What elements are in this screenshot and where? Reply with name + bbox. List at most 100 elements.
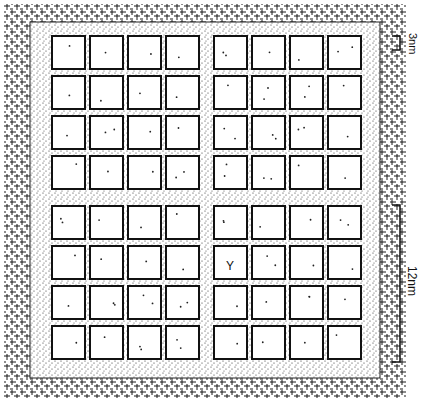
cell-dot: [298, 129, 300, 131]
lattice-cell: [252, 246, 285, 279]
lattice-cell: [328, 76, 361, 109]
lattice-cell: [166, 246, 199, 279]
cell-dot: [176, 339, 178, 341]
lattice-cell: [214, 76, 247, 109]
dimension-label: 3nm: [407, 33, 418, 54]
cell-dot: [176, 96, 178, 98]
lattice-cell: [214, 156, 247, 189]
lattice-cell: [166, 286, 199, 319]
cell-dot: [152, 171, 154, 173]
marker-letter: Y: [225, 260, 235, 272]
lattice-cell: [128, 246, 161, 279]
cell-dot: [344, 177, 346, 179]
cell-dot: [344, 298, 346, 300]
lattice-cell: [252, 286, 285, 319]
cell-dot: [143, 294, 145, 296]
cell-dot: [68, 305, 70, 307]
cell-dot: [114, 304, 116, 306]
lattice-cell: [328, 246, 361, 279]
lattice-cell: [166, 116, 199, 149]
cell-dot: [343, 85, 345, 87]
cell-dot: [263, 177, 265, 179]
lattice-cell: [214, 326, 247, 359]
cell-dot: [152, 303, 154, 305]
lattice-cell: [290, 76, 323, 109]
cell-dot: [236, 305, 238, 307]
cell-dot: [62, 221, 64, 223]
cell-dot: [140, 349, 142, 351]
cell-dot: [259, 226, 261, 228]
cell-dot: [223, 128, 225, 130]
lattice-cell: [128, 156, 161, 189]
lattice-cell: [52, 36, 85, 69]
cell-dot: [274, 264, 276, 266]
cell-dot: [180, 306, 182, 308]
lattice-cell: [252, 156, 285, 189]
lattice-cell: [214, 36, 247, 69]
cell-dot: [224, 175, 226, 177]
lattice-cell: [328, 286, 361, 319]
lattice-cell: [90, 326, 123, 359]
cell-dot: [352, 268, 354, 270]
cell-dot: [145, 261, 147, 263]
cell-dot: [308, 85, 310, 87]
cell-dot: [309, 296, 311, 298]
lattice-cell: [328, 116, 361, 149]
lattice-cell: [90, 286, 123, 319]
lattice-cell: [214, 286, 247, 319]
lattice-cell: [252, 116, 285, 149]
lattice-cell: [52, 246, 85, 279]
dimension-label: 12nm: [406, 266, 418, 296]
outer-hatched-layer: [4, 4, 406, 398]
lattice-cell: [328, 156, 361, 189]
lattice-cell: [52, 206, 85, 239]
cell-dot: [336, 334, 338, 336]
lattice-cell: [90, 246, 123, 279]
cell-dot: [262, 341, 264, 343]
cell-dot: [227, 84, 229, 86]
cell-dot: [176, 213, 178, 215]
lattice-cell: [290, 246, 323, 279]
lattice-cell: [328, 36, 361, 69]
lattice-cell: [214, 116, 247, 149]
lattice-cell: [52, 326, 85, 359]
cell-dot: [140, 227, 142, 229]
lattice-cell: [166, 36, 199, 69]
cell-dot: [266, 255, 268, 257]
cell-dot: [100, 258, 102, 260]
stippled-frame: [30, 22, 380, 378]
cell-dot: [272, 134, 274, 136]
cell-dot: [104, 336, 106, 338]
lattice-cell: [252, 36, 285, 69]
lattice-cells: [52, 36, 361, 359]
cell-dot: [351, 46, 353, 48]
cell-dot: [107, 171, 109, 173]
lattice-cell: [90, 76, 123, 109]
cell-dot: [105, 52, 107, 54]
cell-dot: [182, 269, 184, 271]
lattice-cell: [166, 326, 199, 359]
cell-dot: [98, 219, 100, 221]
cell-dot: [74, 255, 76, 257]
cell-dot: [270, 178, 272, 180]
lattice-cell: [328, 206, 361, 239]
cell-dot: [175, 177, 177, 179]
cell-dot: [113, 129, 115, 131]
lattice-cell: [128, 206, 161, 239]
lattice-cell: [252, 326, 285, 359]
cell-dot: [68, 95, 70, 97]
cell-dot: [222, 52, 224, 54]
cell-dot: [75, 342, 77, 344]
cell-dot: [298, 164, 300, 166]
lattice-cell: [90, 156, 123, 189]
cell-dot: [180, 347, 182, 349]
dimension-brackets: [392, 36, 400, 362]
cell-dot: [308, 296, 310, 298]
cell-dot: [178, 127, 180, 129]
cell-dot: [226, 164, 228, 166]
cell-dot: [337, 51, 339, 53]
cell-dot: [340, 219, 342, 221]
lattice-cell: [290, 326, 323, 359]
lattice-cell: [290, 206, 323, 239]
